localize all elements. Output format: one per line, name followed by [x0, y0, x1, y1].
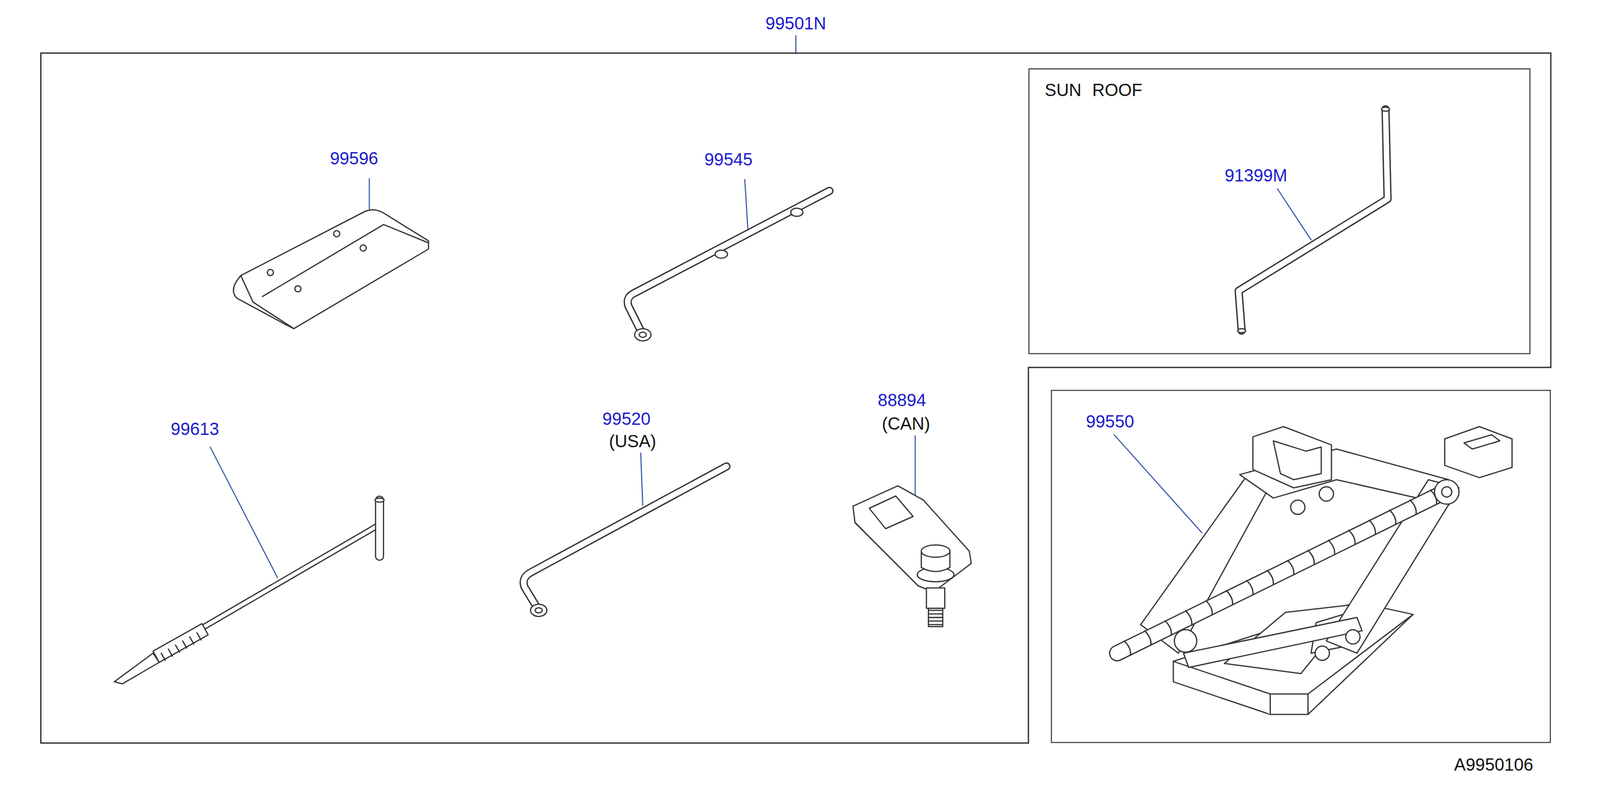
knurl-stroke	[182, 640, 187, 648]
thread-stroke	[1267, 570, 1274, 585]
thread-stroke	[1205, 600, 1213, 615]
jack-plate	[233, 209, 429, 329]
thread-stroke	[1328, 539, 1335, 555]
jack-bracket	[853, 485, 972, 627]
thread-stroke	[1368, 520, 1376, 535]
thread-stroke	[1124, 640, 1131, 656]
callout-number: 99520	[602, 410, 651, 428]
t-screwdriver	[114, 497, 385, 684]
thread-stroke	[928, 616, 943, 618]
jack-box: 99550	[1051, 389, 1551, 744]
part-number: 99550	[1085, 413, 1134, 432]
thread-stroke	[1165, 620, 1172, 635]
kit-frame: 99501NSUN ROOF91399M	[40, 52, 1551, 743]
scissor-jack	[1117, 426, 1512, 714]
part-number: 91399M	[1224, 167, 1287, 186]
callout-number: 99613	[170, 420, 219, 439]
thread-stroke	[928, 609, 943, 611]
thread-stroke	[1308, 550, 1315, 565]
leader-lines	[210, 35, 1311, 578]
thread-stroke	[1348, 529, 1356, 545]
thread-stroke	[1144, 630, 1152, 646]
sunroof-crank	[1237, 107, 1390, 333]
frame-outline	[40, 52, 1551, 743]
knurl-stroke	[196, 632, 202, 640]
thread-stroke	[1226, 590, 1233, 606]
callout-number: 99545	[704, 150, 753, 169]
market-note: (CAN)	[881, 415, 930, 433]
knurl-stroke	[168, 648, 173, 656]
thread-stroke	[1185, 610, 1192, 625]
l-wrench	[523, 466, 727, 617]
knurl-stroke	[161, 653, 166, 660]
box-heading: SUN ROOF	[1044, 81, 1143, 100]
knurl-stroke	[175, 645, 180, 652]
thread-stroke	[928, 623, 943, 625]
thread-stroke	[928, 613, 943, 615]
wheel-nut-wrench	[627, 190, 830, 341]
market-note: (USA)	[608, 432, 657, 451]
thread-stroke	[928, 620, 943, 622]
thread-stroke	[1287, 560, 1294, 575]
sunroof-box: SUN ROOF 91399M	[1028, 68, 1531, 354]
thread-stroke	[1389, 510, 1397, 525]
knurl-stroke	[189, 636, 195, 644]
figure-number: A9950106	[1454, 755, 1534, 774]
callout-number: 88894	[877, 391, 926, 410]
thread-stroke	[1246, 580, 1254, 595]
callout-number: 99596	[329, 149, 378, 168]
thread-stroke	[1410, 499, 1417, 515]
part-number: 99501N	[765, 15, 827, 34]
